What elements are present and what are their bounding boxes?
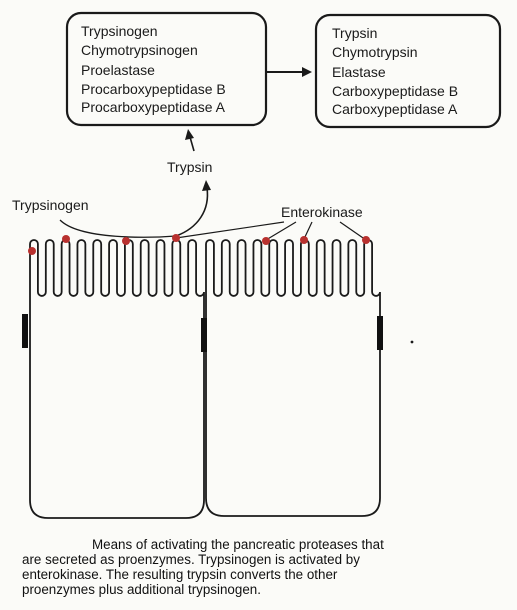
- trypsin-label: Trypsin: [167, 159, 212, 175]
- proenzyme-box-border: [65, 11, 268, 127]
- enzyme-label: Trypsin: [332, 25, 377, 41]
- caption-line: are secreted as proenzymes. Trypsinogen …: [22, 552, 360, 567]
- intestinal-cells: [29, 239, 381, 519]
- proenzyme-label: Proelastase: [81, 62, 155, 78]
- enterokinase-dot: [28, 247, 36, 255]
- enterokinase-dot: [122, 237, 130, 245]
- conversion-arrow: [266, 67, 312, 77]
- proenzyme-label: Chymotrypsinogen: [81, 42, 198, 58]
- proenzyme-box: Trypsinogen Chymotrypsinogen Proelastase…: [65, 11, 268, 127]
- enzyme-label: Elastase: [332, 64, 386, 80]
- caption-line: enterokinase. The resulting trypsin conv…: [22, 567, 338, 582]
- enterokinase-dot: [300, 236, 308, 244]
- left-epithelial-cell: [29, 239, 205, 519]
- proenzyme-label: Trypsinogen: [81, 23, 158, 39]
- enzyme-box: Trypsin Chymotrypsin Elastase Carboxypep…: [314, 13, 502, 129]
- tight-junction-right: [377, 316, 383, 350]
- enzyme-label: Carboxypeptidase B: [332, 83, 458, 99]
- enzyme-box-border: [314, 13, 502, 129]
- proenzyme-label: Procarboxypeptidase B: [81, 81, 226, 97]
- enterokinase-label: Enterokinase: [281, 204, 363, 220]
- enterokinase-dot: [262, 237, 270, 245]
- tight-junction-left: [22, 314, 28, 348]
- caption-line: proenzymes plus additional trypsinogen.: [22, 582, 261, 597]
- caption-line: Means of activating the pancreatic prote…: [92, 537, 384, 552]
- trypsinogen-pointer: [59, 219, 177, 238]
- enterokinase-dot: [172, 234, 180, 242]
- proenzyme-label: Procarboxypeptidase A: [81, 99, 226, 115]
- protease-activation-diagram: Trypsinogen Chymotrypsinogen Proelastase…: [12, 11, 502, 519]
- trypsin-to-box-arrow: [185, 129, 195, 152]
- enzyme-label: Carboxypeptidase A: [332, 101, 458, 117]
- figure-caption: Means of activating the pancreatic prote…: [22, 537, 502, 597]
- enterokinase-pointers: [175, 221, 367, 241]
- enzyme-label: Chymotrypsin: [332, 44, 418, 60]
- speck: [410, 340, 414, 344]
- enterokinase-dots: [28, 234, 370, 255]
- trypsinogen-label: Trypsinogen: [12, 197, 89, 213]
- enterokinase-dot: [62, 235, 70, 243]
- activation-curve-arrow: [175, 180, 211, 237]
- tight-junction-middle: [201, 318, 207, 352]
- right-epithelial-cell: [205, 239, 381, 517]
- enterokinase-dot: [362, 236, 370, 244]
